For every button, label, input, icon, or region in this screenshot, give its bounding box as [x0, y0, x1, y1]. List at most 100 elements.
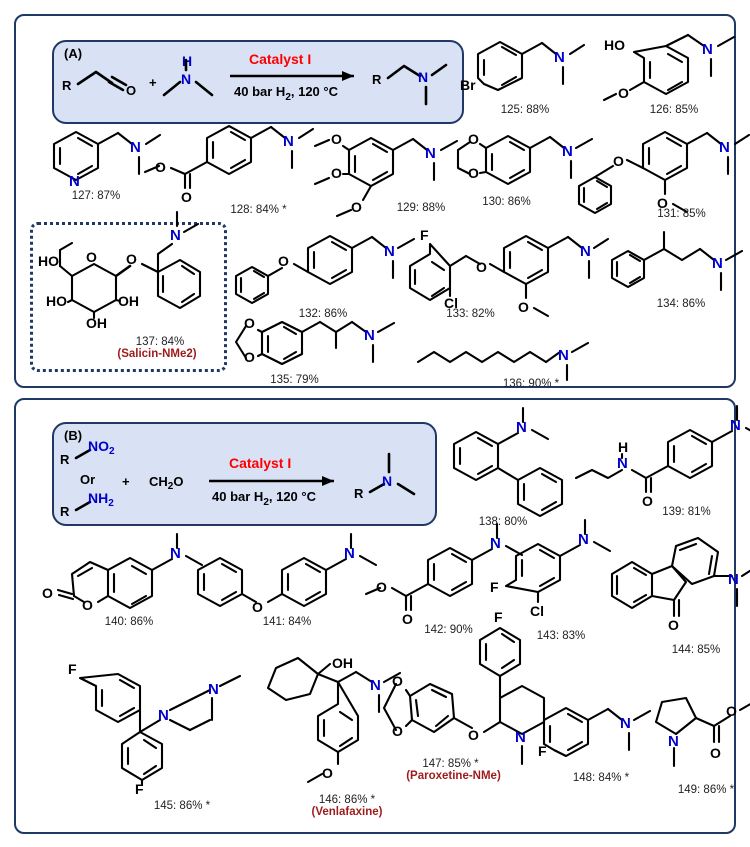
label-n-134: N [712, 255, 723, 272]
label-n-148: N [620, 715, 631, 732]
scheme-b-product-n: N [382, 473, 392, 489]
scheme-b-reactant-r1: R [60, 452, 70, 467]
label-n-128: N [283, 133, 294, 150]
label-o-glycosidic-137: O [126, 251, 137, 267]
structure-135: O O N [234, 315, 396, 366]
label-n-136: N [558, 347, 569, 364]
compound-131: O O N 131: 85% [569, 124, 750, 220]
caption-139: 139: 81% [662, 506, 711, 518]
compound-136: N 136: 90% * [416, 336, 596, 390]
label-f-147: F [494, 609, 503, 625]
structure-138: N [452, 406, 564, 518]
caption-135: 135: 79% [270, 374, 319, 386]
caption-140: 140: 86% [104, 616, 154, 628]
structure-143: F Cl N [490, 518, 612, 619]
compound-149: N O O 149: 86% * [648, 696, 750, 796]
scheme-b-or: Or [80, 472, 95, 487]
compound-138: N 138: 80% [448, 406, 578, 528]
structure-142: O O N [364, 522, 524, 627]
structure-137: O HO HO OH OH O N [38, 210, 202, 331]
label-o-ether-131: O [613, 153, 624, 169]
scheme-b-nitro: NO2 [88, 438, 115, 457]
compound-139: H N O N 139: 81% [574, 404, 750, 518]
label-n-141: N [344, 545, 355, 562]
label-o-130-a: O [468, 131, 479, 147]
structure-146: OH N O [266, 655, 402, 784]
label-o-147-b: O [392, 723, 403, 739]
compound-141: O N 141: 84% [194, 532, 378, 628]
highlight-box-137 [30, 222, 227, 372]
label-n1-145: N [158, 707, 169, 724]
scheme-b-reactant-r2: R [60, 504, 70, 519]
caption-149: 149: 86% * [677, 784, 735, 796]
label-o-144: O [668, 617, 679, 633]
compound-127: N N 127: 87% [36, 128, 162, 202]
structure-131: O O N [577, 130, 750, 215]
label-n-143: N [578, 531, 589, 548]
label-o-ester-128: O [155, 159, 166, 175]
label-n-146: N [370, 677, 381, 694]
structure-145: F F N N [68, 661, 242, 797]
caption-125: 125: 88% [500, 104, 550, 116]
compound-125: Br N 125: 88% [460, 32, 590, 116]
label-o-ester-149: O [726, 703, 737, 719]
caption-133: 133: 82% [446, 308, 495, 320]
label-n-131: N [719, 139, 730, 156]
label-n-142: N [490, 535, 501, 552]
label-o-126: O [618, 85, 629, 101]
caption-143: 143: 83% [536, 630, 586, 642]
label-o-methoxy-133: O [518, 299, 529, 315]
structure-129: O O O N [313, 131, 459, 218]
label-o-146: O [322, 765, 333, 781]
label-n-140: N [170, 545, 181, 562]
label-n-147: N [515, 729, 526, 746]
caption-148: 148: 84% * [572, 772, 630, 784]
caption-130: 130: 86% [482, 196, 531, 208]
label-n-ring-127: N [69, 173, 80, 190]
label-o-132: O [278, 253, 289, 269]
label-n-139: N [730, 417, 741, 434]
caption-126: 126: 85% [649, 104, 699, 116]
scheme-b-plus: + [122, 474, 130, 489]
label-n-137: N [170, 227, 181, 244]
label-o-130-b: O [468, 165, 479, 181]
structure-125: Br N [460, 40, 586, 93]
label-n-138: N [516, 419, 527, 436]
structure-139: H N O N [574, 404, 750, 509]
caption-127: 127: 87% [71, 190, 121, 202]
structure-126: HO O N [602, 33, 736, 102]
structure-132: O N [234, 234, 416, 305]
scheme-a-reactant-r: R [62, 78, 72, 93]
structure-134: N [610, 230, 744, 292]
label-br-125: Br [460, 77, 476, 93]
label-h-amide-139: H [618, 439, 628, 455]
trivial-name-147: (Paroxetine-NMe) [406, 770, 501, 782]
scheme-b-product-r: R [354, 486, 364, 501]
caption-136: 136: 90% * [502, 378, 560, 390]
label-n-144: N [728, 571, 739, 588]
structure-127: N N [52, 130, 162, 190]
label-o-129-b: O [331, 165, 342, 181]
label-cl-133: Cl [444, 295, 458, 311]
caption-137: 137: 84% [135, 336, 185, 348]
trivial-name-146: (Venlafaxine) [311, 806, 383, 818]
label-n-129: N [425, 145, 436, 162]
label-o-carbonyl-140: O [42, 585, 53, 601]
compound-126: HO O N 126: 85% [602, 32, 744, 116]
compound-130: O O N 130: 86% [436, 128, 594, 208]
compound-140: O O N 140: 86% [42, 532, 204, 628]
scheme-a-aldehyde-o: O [126, 83, 136, 98]
caption-132: 132: 86% [298, 308, 348, 320]
label-o-129-c: O [351, 199, 362, 215]
label-o-141: O [252, 599, 263, 615]
label-n-amide-139: N [617, 455, 628, 472]
scheme-a-product-n: N [418, 69, 428, 85]
caption-128: 128: 84% * [230, 204, 287, 216]
structure-133: F Cl O O N [408, 227, 610, 318]
compound-146: OH N O 146: 86% * (Venlafaxine) [260, 650, 430, 818]
caption-144: 144: 85% [671, 644, 721, 656]
compound-145: F F N N 145: 86% * [52, 661, 282, 812]
label-o-135-a: O [244, 315, 255, 331]
label-cl-143: Cl [530, 603, 544, 619]
compound-137: O HO HO OH OH O N 137: 84% (Salicin-NMe2… [34, 210, 224, 360]
